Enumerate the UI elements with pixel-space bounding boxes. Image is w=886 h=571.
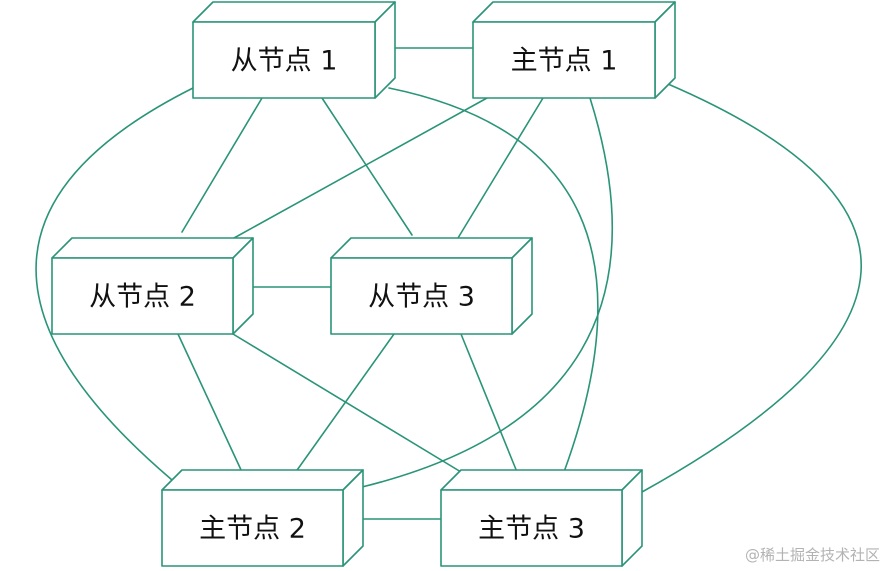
edges-layer: [35, 47, 862, 520]
node-box-front: [51, 257, 234, 335]
node-label-master1: 主节点 1: [511, 46, 618, 77]
edge-slave1-master2: [35, 87, 194, 481]
node-label-master2: 主节点 2: [199, 514, 306, 545]
nodes-layer: 从节点 1 主节点 1 从节点 2 从节点 3 主节点 2 主节点 3: [51, 1, 676, 567]
node-label-slave1: 从节点 1: [231, 46, 338, 77]
edge-slave3-master3: [460, 333, 518, 473]
node-box-front: [330, 257, 513, 335]
node-master2: 主节点 2: [161, 469, 364, 567]
edge-master1-master3: [641, 83, 862, 493]
node-master3: 主节点 3: [440, 469, 643, 567]
node-label-slave3: 从节点 3: [368, 282, 475, 313]
node-box-top: [440, 469, 643, 491]
node-box-front: [472, 21, 656, 99]
node-box-top: [51, 237, 254, 259]
edge-slave1-slave3: [321, 97, 413, 236]
node-box-front: [192, 21, 376, 99]
edge-slave2-master2: [177, 333, 243, 473]
node-box-front: [440, 489, 623, 567]
edge-slave2-master3: [232, 333, 462, 473]
node-box-top: [161, 469, 364, 491]
node-label-master3: 主节点 3: [478, 514, 585, 545]
node-slave2: 从节点 2: [51, 237, 254, 335]
node-box-top: [330, 237, 533, 259]
node-label-slave2: 从节点 2: [89, 282, 196, 313]
node-slave3: 从节点 3: [330, 237, 533, 335]
edge-slave1-slave2: [181, 97, 263, 233]
edge-master1-slave3: [457, 97, 544, 239]
edge-master1-slave2: [233, 97, 488, 239]
node-box-top: [192, 1, 396, 23]
edge-slave1-master3: [388, 87, 599, 473]
node-master1: 主节点 1: [472, 1, 676, 99]
edge-master1-master2: [361, 97, 614, 488]
edge-slave3-master2: [294, 333, 395, 474]
watermark-text: @稀土掘金技术社区: [744, 546, 880, 564]
node-box-front: [161, 489, 344, 567]
node-slave1: 从节点 1: [192, 1, 396, 99]
node-box-top: [472, 1, 676, 23]
